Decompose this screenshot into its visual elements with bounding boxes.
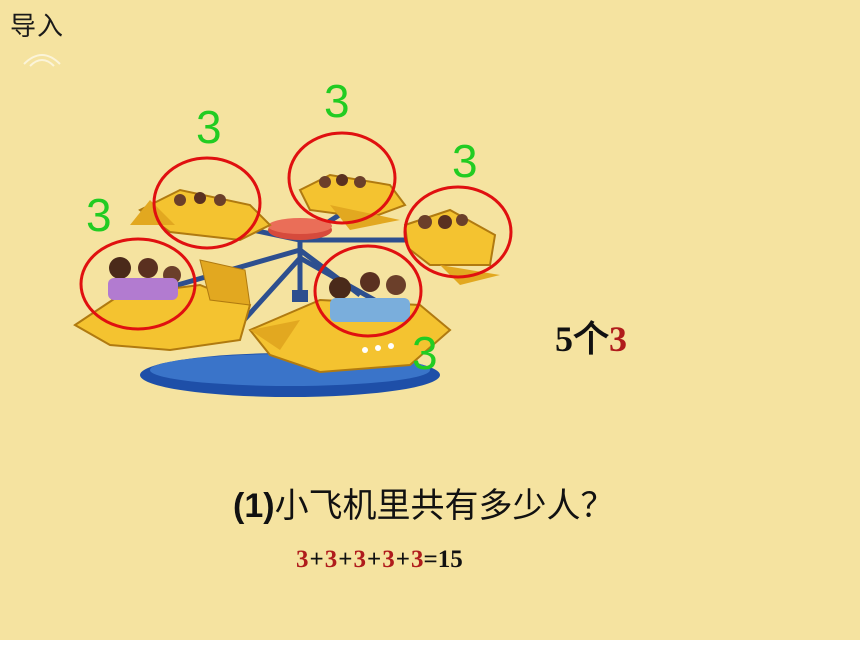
groups-description: 5个3 <box>555 310 627 362</box>
watermark-icon <box>23 54 61 67</box>
section-title: 导入 <box>10 12 65 42</box>
groups-value: 3 <box>609 319 628 359</box>
plus-sign: + <box>338 546 353 573</box>
question-number: (1) <box>233 487 275 525</box>
plus-sign: + <box>309 546 324 573</box>
groups-unit: 个 <box>573 319 610 359</box>
equation-term: 3 <box>411 546 424 573</box>
highlight-circle-4 <box>79 237 197 331</box>
plus-sign: + <box>395 546 410 573</box>
group-count-label: 3 <box>196 101 222 153</box>
question-text: 小飞机里共有多少人？ <box>274 486 615 526</box>
groups-count: 5 <box>555 319 573 359</box>
addition-equation: 3+3+3+3+3=15 <box>296 546 463 574</box>
airplane-1 <box>130 188 272 242</box>
question: (1)小飞机里共有多少人？ <box>233 478 615 527</box>
equation-term: 3 <box>324 546 338 573</box>
highlight-circle-5 <box>313 244 423 338</box>
equation-term: 3 <box>382 546 395 573</box>
equation-result: 15 <box>437 546 463 573</box>
equation-term: 3 <box>296 546 309 573</box>
highlight-circles <box>79 131 513 338</box>
equation-term: 3 <box>353 546 367 573</box>
highlight-circle-3 <box>403 185 513 279</box>
group-count-label: 3 <box>324 75 350 127</box>
plus-sign: + <box>367 546 382 573</box>
bottom-strip <box>0 640 860 645</box>
group-count-label: 3 <box>86 189 112 241</box>
equals-sign: = <box>423 546 438 573</box>
group-count-label: 3 <box>452 135 478 187</box>
group-count-label: 3 <box>412 327 438 379</box>
highlight-circle-2 <box>287 131 397 225</box>
highlight-circle-1 <box>152 156 262 250</box>
airplane-4 <box>73 257 252 352</box>
airplane-5 <box>248 272 452 374</box>
airplane-3 <box>403 208 500 285</box>
